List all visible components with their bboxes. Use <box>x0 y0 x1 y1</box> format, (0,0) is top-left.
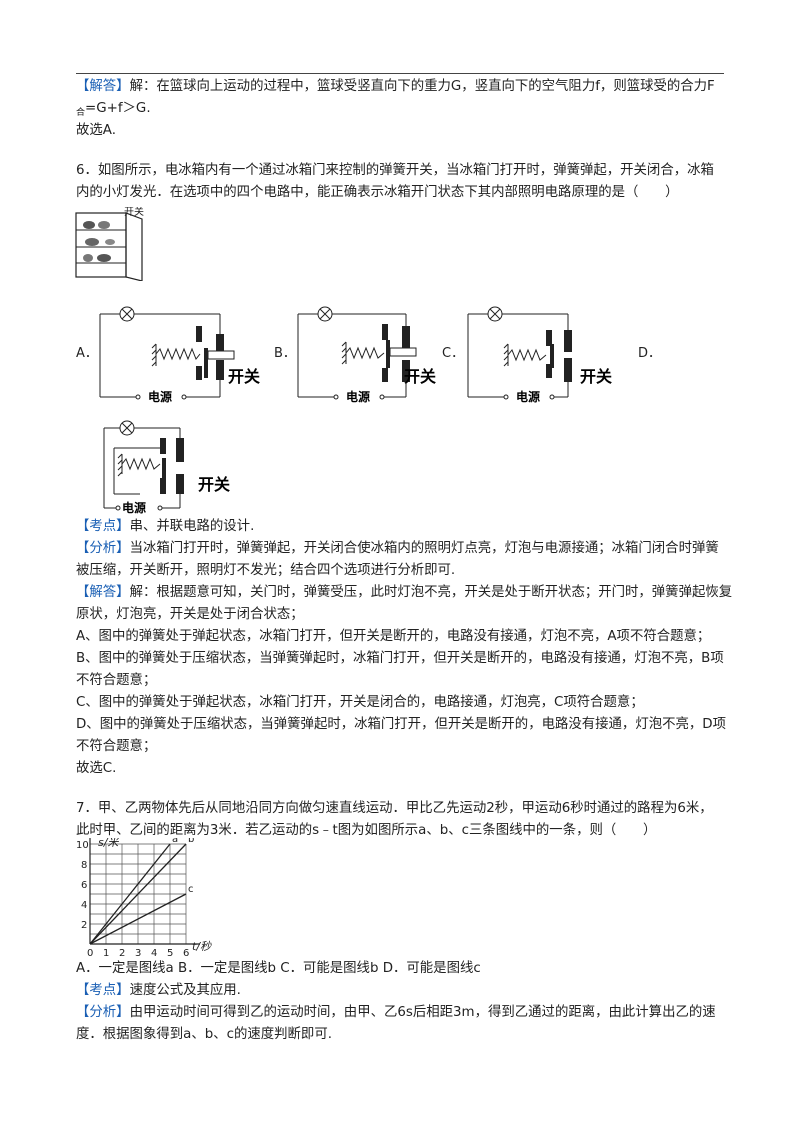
q7-fenxi-line1: 【分析】由甲运动时间可得到乙的运动时间，由甲、乙6s后相距3m，得到乙通过的距离… <box>76 1002 726 1024</box>
jieda-tag: 【解答】 <box>76 585 130 600</box>
q7-stem-line1: 7．甲、乙两物体先后从同地沿同方向做匀速直线运动．甲比乙先运动2秒，甲运动6秒时… <box>76 801 713 816</box>
q7-kaodian: 【考点】速度公式及其应用. <box>76 980 726 1002</box>
x-axis-label: t/秒 <box>192 940 212 953</box>
q6-kaodian: 【考点】串、并联电路的设计. <box>76 516 726 538</box>
q5-choice: 故选A. <box>76 123 116 138</box>
option-d-label: D． <box>638 346 662 361</box>
kaodian-text: 串、并联电路的设计. <box>129 519 255 534</box>
top-rule <box>76 73 724 74</box>
q6-c-analysis: C、图中的弹簧处于弹起状态，冰箱门打开，开关是闭合的，电路接通，灯泡亮，C项符合… <box>76 695 644 710</box>
fenxi-tag: 【分析】 <box>76 541 130 556</box>
switch-label: 开关 <box>228 367 260 386</box>
q6-answer: 故选C. <box>76 761 117 776</box>
y-tick-label: 2 <box>81 920 87 931</box>
x-tick-label: 0 <box>87 948 93 958</box>
q6-d-analysis-2: 不符合题意； <box>76 739 157 754</box>
y-tick-label: 6 <box>81 880 87 891</box>
q6-stem-line2: 内的小灯发光．在选项中的四个电路中，能正确表示冰箱开门状态下其内部照明电路原理的… <box>76 185 679 200</box>
switch-label: 开关 <box>404 367 436 386</box>
answer-tag: 【解答】 <box>76 79 130 94</box>
fenxi-text: 当冰箱门打开时，弹簧弹起，开关闭合使冰箱内的照明灯点亮，灯泡与电源接通；冰箱门闭… <box>129 541 719 556</box>
source-label: 电源 <box>122 500 146 515</box>
q6-fenxi-line1: 【分析】当冰箱门打开时，弹簧弹起，开关闭合使冰箱内的照明灯点亮，灯泡与电源接通；… <box>76 538 726 560</box>
source-label: 电源 <box>148 389 172 404</box>
source-label: 电源 <box>346 389 370 404</box>
circuit-a: 电源 开关 <box>99 306 260 404</box>
q6-b-analysis-1: B、图中的弹簧处于压缩状态，当弹簧弹起时，冰箱门打开，但开关是断开的，电路没有接… <box>76 651 724 666</box>
fenxi-tag: 【分析】 <box>76 1005 130 1020</box>
q7-options: A．一定是图线a B．一定是图线b C．可能是图线b D．可能是图线c <box>76 961 481 976</box>
circuit-d: 电源 开关 <box>103 420 230 515</box>
x-tick-label: 6 <box>183 948 189 958</box>
jieda-text: 解：根据题意可知，关门时，弹簧受压，此时灯泡不亮，开关是处于断开状态；开门时，弹… <box>129 585 733 600</box>
x-tick-label: 2 <box>119 948 125 958</box>
q6-a-analysis: A、图中的弹簧处于弹起状态，冰箱门打开，但开关是断开的，电路没有接通，灯泡不亮，… <box>76 629 711 644</box>
q5-answer-formula: =G+f＞G. <box>85 101 151 116</box>
circuit-b: 电源 开关 <box>297 306 436 404</box>
fridge-switch-label: 开关 <box>124 207 144 218</box>
y-tick-label: 4 <box>81 900 87 911</box>
fridge-figure: 开关 <box>75 207 144 281</box>
series-line-b <box>89 843 187 945</box>
q5-answer-line1: 【解答】解：在篮球向上运动的过程中，篮球受竖直向下的重力G，竖直向下的空气阻力f… <box>76 76 726 98</box>
q5-answer-line2: 合=G+f＞G. <box>76 98 726 124</box>
y-axis-label: s/米 <box>98 838 119 849</box>
x-tick-label: 4 <box>151 948 157 958</box>
subscript-he: 合 <box>76 108 86 118</box>
kaodian-text: 速度公式及其应用. <box>129 983 241 998</box>
option-b-label: B． <box>274 346 296 361</box>
series-label-a: a <box>172 838 178 845</box>
x-tick-label: 1 <box>103 948 109 958</box>
switch-label: 开关 <box>198 475 230 494</box>
circuit-c: 电源 开关 <box>467 306 612 404</box>
q6-fenxi-line2: 被压缩，开关断开，照明灯不发光；结合四个选项进行分析即可. <box>76 563 456 578</box>
kaodian-tag: 【考点】 <box>76 519 130 534</box>
q6-stem-line1: 6．如图所示，电冰箱内有一个通过冰箱门来控制的弹簧开关，当冰箱门打开时，弹簧弹起… <box>76 163 714 178</box>
q7-fenxi-line2: 度．根据图象得到a、b、c的速度判断即可. <box>76 1027 332 1042</box>
kaodian-tag: 【考点】 <box>76 983 130 998</box>
series-label-c: c <box>188 884 194 895</box>
y-tick-label: 10 <box>76 840 89 851</box>
q6-jieda-line1: 【解答】解：根据题意可知，关门时，弹簧受压，此时灯泡不亮，开关是处于断开状态；开… <box>76 582 732 604</box>
q6-b-analysis-2: 不符合题意； <box>76 673 157 688</box>
x-tick-label: 5 <box>167 948 173 958</box>
series-line-a <box>89 843 171 945</box>
option-a-label: A． <box>76 346 98 361</box>
fenxi-text: 由甲运动时间可得到乙的运动时间，由甲、乙6s后相距3m，得到乙通过的距离，由此计… <box>129 1005 716 1020</box>
q6-jieda-line2: 原状，灯泡亮，开关是处于闭合状态； <box>76 607 304 622</box>
y-tick-label: 8 <box>81 860 87 871</box>
series-label-b: b <box>188 838 194 845</box>
q5-answer-text: 解：在篮球向上运动的过程中，篮球受竖直向下的重力G，竖直向下的空气阻力f，则篮球… <box>129 79 715 94</box>
option-c-label: C． <box>442 346 465 361</box>
q6-d-analysis-1: D、图中的弹簧处于压缩状态，当弹簧弹起时，冰箱门打开，但开关是断开的，电路没有接… <box>76 717 726 732</box>
switch-label: 开关 <box>580 367 612 386</box>
x-tick-label: 3 <box>135 948 141 958</box>
source-label: 电源 <box>516 389 540 404</box>
q7-stem-line2: 此时甲、乙间的距离为3米．若乙运动的s﹣t图为如图所示a、b、c三条图线中的一条… <box>76 823 657 838</box>
series-line-c <box>89 893 187 945</box>
